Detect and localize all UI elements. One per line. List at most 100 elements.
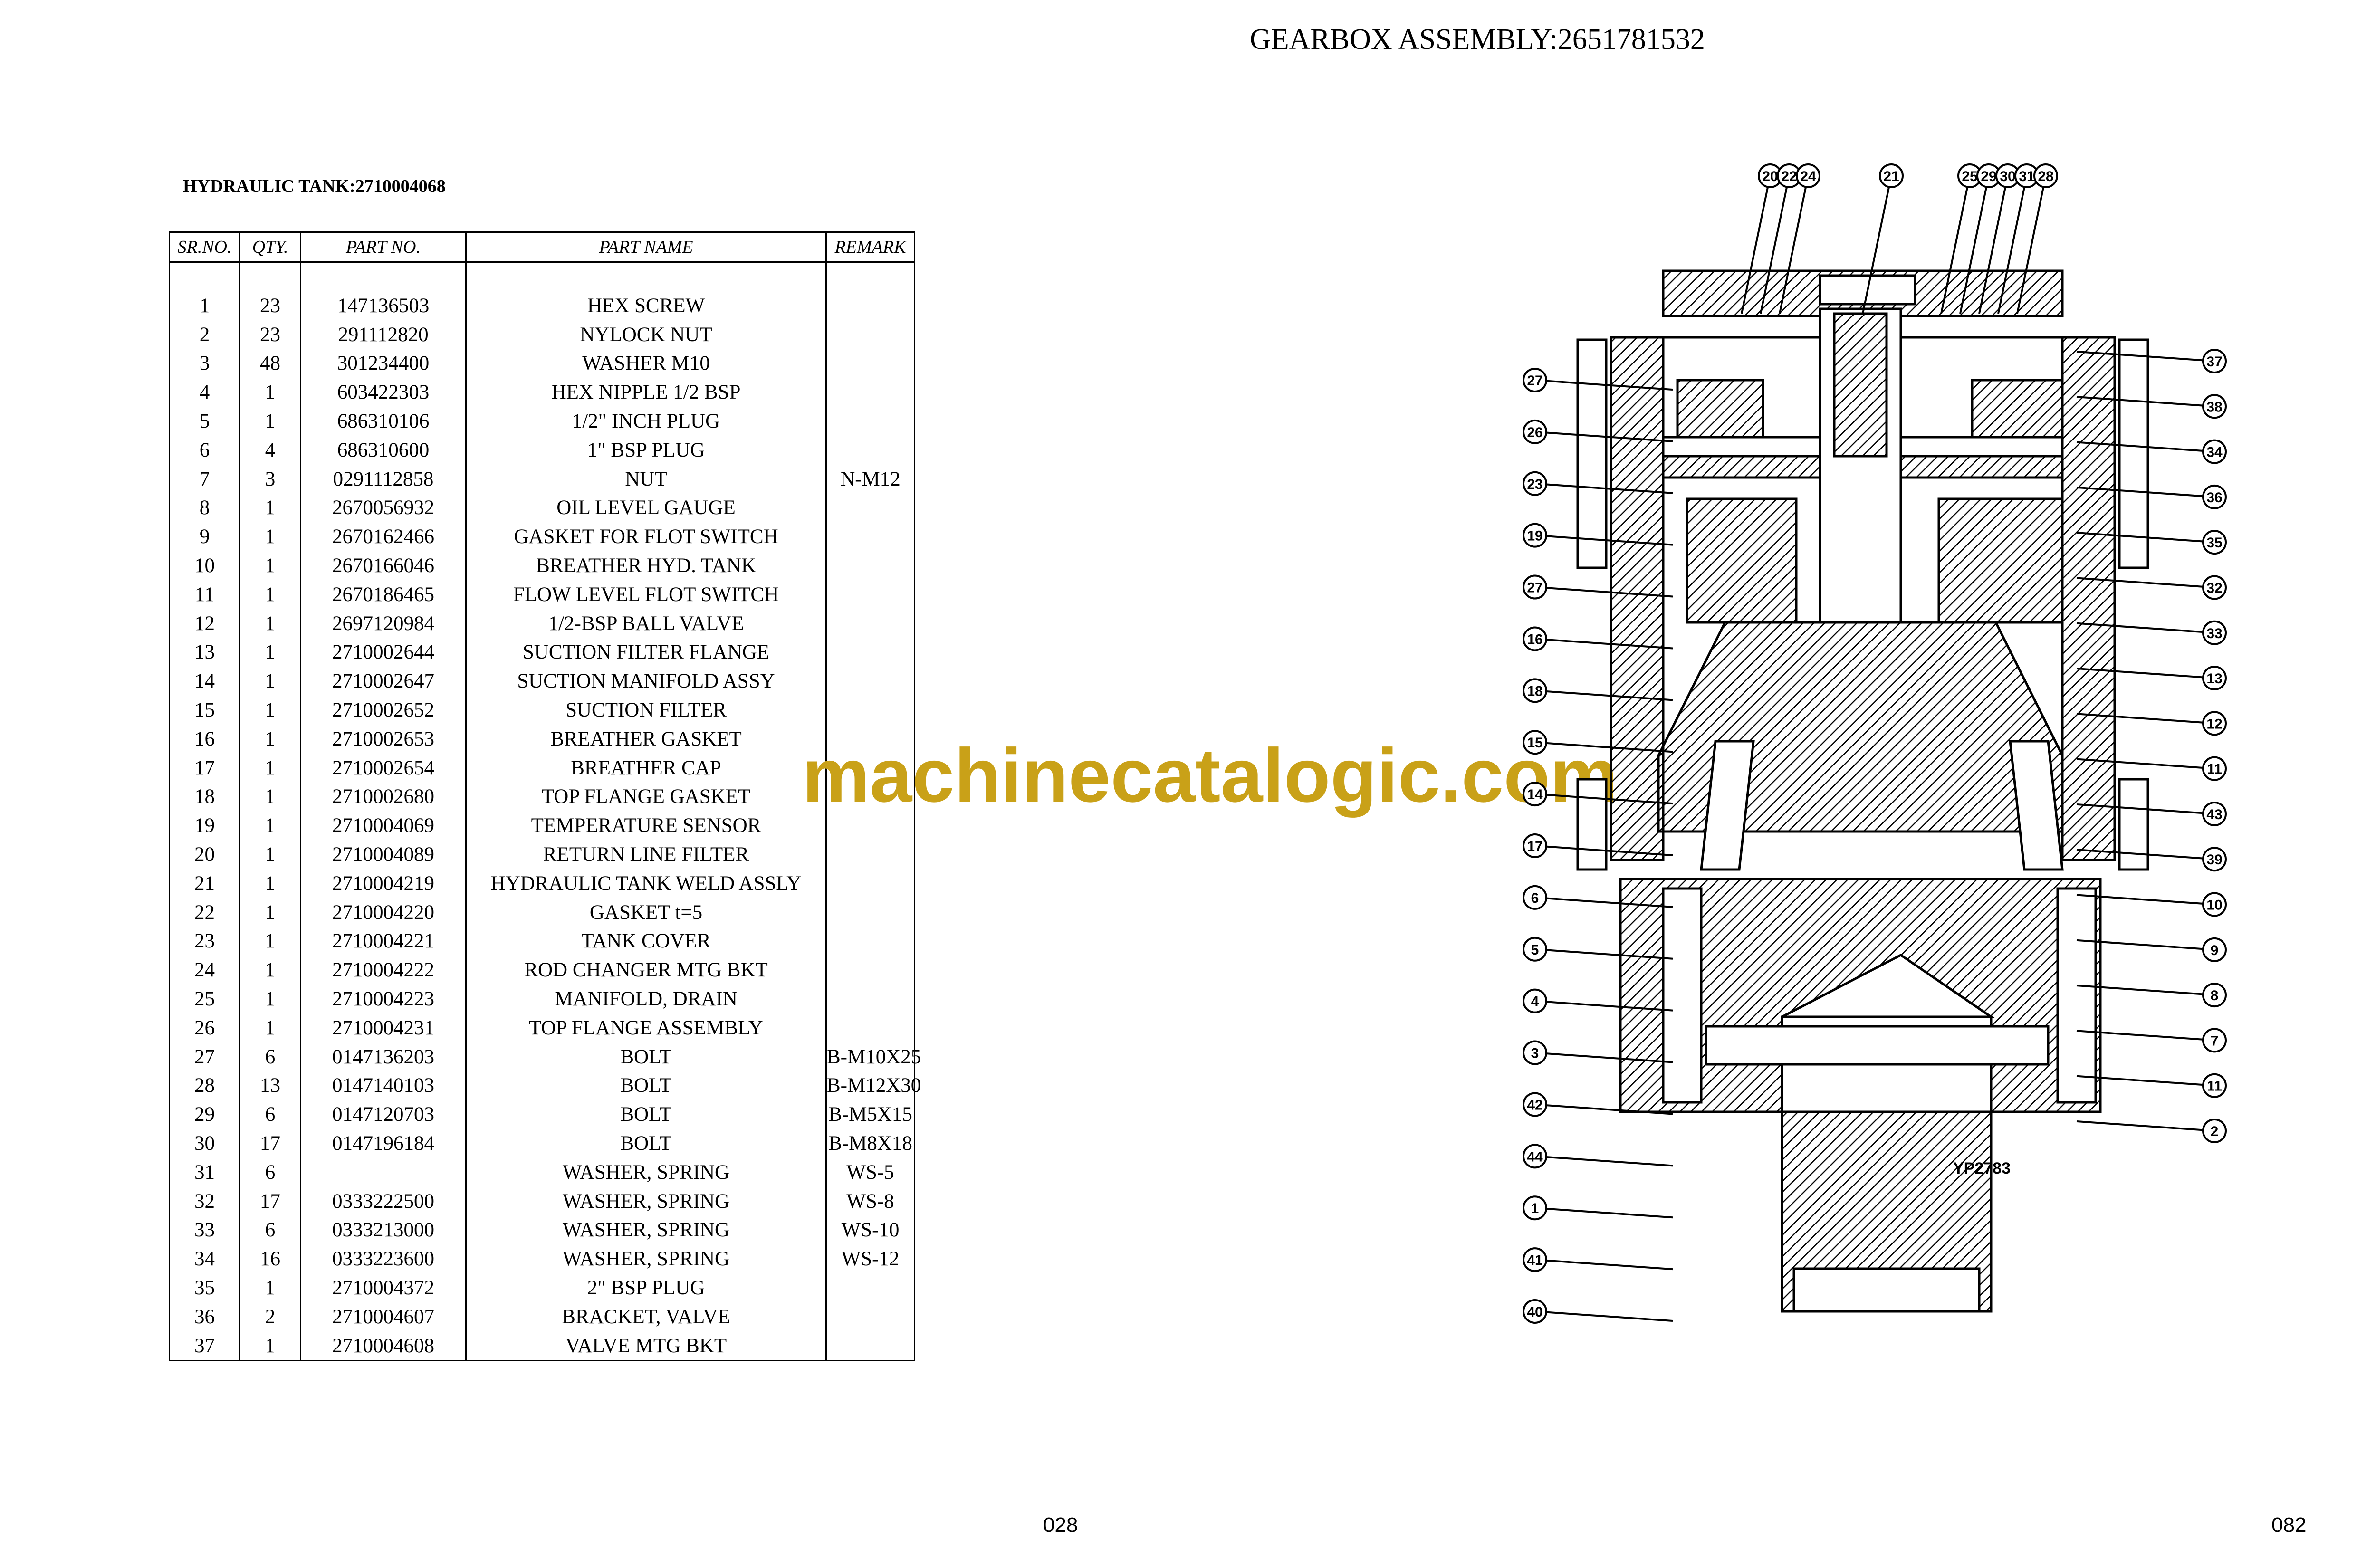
callout-label: 3 [1531,1046,1539,1061]
cell-remark: WS-10 [825,1215,915,1245]
cell-part-no [300,1157,467,1187]
callout-label: 16 [1527,631,1542,647]
leader-line [2076,1075,2215,1087]
cell-remark [825,840,915,869]
cell-part-no: 2670056932 [300,493,467,523]
leader-line [1741,175,1771,314]
cell-part-name: NYLOCK NUT [465,320,827,349]
cell-qty: 48 [239,349,301,378]
callout-label: 29 [1981,169,1996,184]
callout-label: 24 [1800,169,1816,184]
callout-circle [1523,1144,1547,1169]
cell-part-name: WASHER M10 [465,349,827,378]
cell-remark: B-M5X15 [825,1100,915,1129]
cell-sr-no: 11 [169,580,240,609]
cell-qty: 23 [239,291,301,320]
cell-part-no: 0147136203 [300,1042,467,1071]
cell-part-no: 0333223600 [300,1244,467,1274]
callout: 19 [1523,523,1673,548]
leader-line [2076,939,2215,951]
callout-circle [2202,666,2227,691]
callout: 26 [1523,419,1673,444]
leader-line [2076,532,2215,544]
cell-part-no: 2710004231 [300,1013,467,1042]
callout-circle [1879,163,1904,188]
cell-part-no: 2710002680 [300,782,467,812]
callout-label: 43 [2206,807,2222,822]
cell-sr-no: 3 [169,349,240,378]
cell-remark [825,580,915,609]
callout: 11 [2076,756,2227,781]
callout-circle [2202,801,2227,826]
col-header-qty: QTY. [239,231,301,263]
cell-qty: 1 [239,609,301,638]
callout-label: 30 [2000,169,2015,184]
cell-sr-no: 17 [169,753,240,783]
cell-sr-no: 12 [169,609,240,638]
cell-part-name: BOLT [465,1071,827,1100]
callout: 12 [2076,711,2227,736]
cell-qty: 3 [239,464,301,494]
cell-part-no: 2710002647 [300,667,467,696]
callout: 13 [2076,666,2227,691]
cell-part-name: WASHER, SPRING [465,1244,827,1274]
cell-qty: 17 [239,1186,301,1216]
leader-line [1940,175,1971,314]
cell-remark: N-M12 [825,464,915,494]
callout-label: 27 [1527,580,1542,596]
callout-circle [2202,1073,2227,1098]
callout-label: 9 [2211,943,2219,958]
callout-circle [1523,523,1547,548]
cell-remark [825,291,915,320]
cell-part-name: HEX NIPPLE 1/2 BSP [465,378,827,407]
cell-part-no: 2670162466 [300,522,467,552]
leader-line [1534,1207,1673,1219]
leader-line [2076,985,2215,996]
cell-remark [825,522,915,552]
col-header-part-name: PART NAME [465,231,827,263]
cell-remark [825,985,915,1013]
cell-part-no: 2710002644 [300,638,467,667]
cell-part-name: MANIFOLD, DRAIN [465,985,827,1013]
cell-part-name: NUT [465,464,827,494]
cell-part-name: ROD CHANGER MTG BKT [465,956,827,985]
cell-part-name: VALVE MTG BKT [465,1331,827,1362]
cell-part-no: 2710004069 [300,811,467,841]
callout-circle [1523,1195,1547,1221]
cell-sr-no: 31 [169,1157,240,1187]
callout-label: 4 [1531,994,1539,1010]
cell-qty: 1 [239,551,301,580]
callout: 42 [1523,1092,1673,1117]
cell-sr-no: 21 [169,869,240,898]
cell-part-name: HYDRAULIC TANK WELD ASSLY [465,869,827,898]
callout-circle [2202,892,2227,917]
cell-part-name: 1/2" INCH PLUG [465,407,827,436]
cell-part-no: 2710004219 [300,869,467,898]
cell-sr-no: 10 [169,551,240,580]
callout-label: 32 [2206,580,2222,596]
callout: 21 [1862,163,1904,314]
callout-circle [2202,1028,2227,1053]
cell-sr-no: 5 [169,407,240,436]
cell-part-name: 1" BSP PLUG [465,435,827,465]
callout: 9 [2076,937,2227,962]
callout-label: 33 [2206,626,2222,641]
callout: 38 [2076,394,2227,419]
callout-label: 15 [1527,735,1542,751]
callout-circle [1523,1040,1547,1065]
cell-remark [825,407,915,436]
callout-circle [2202,983,2227,1008]
cell-qty: 1 [239,667,301,696]
cell-qty: 1 [239,840,301,869]
callout-circle [2202,394,2227,419]
cell-sr-no: 9 [169,522,240,552]
